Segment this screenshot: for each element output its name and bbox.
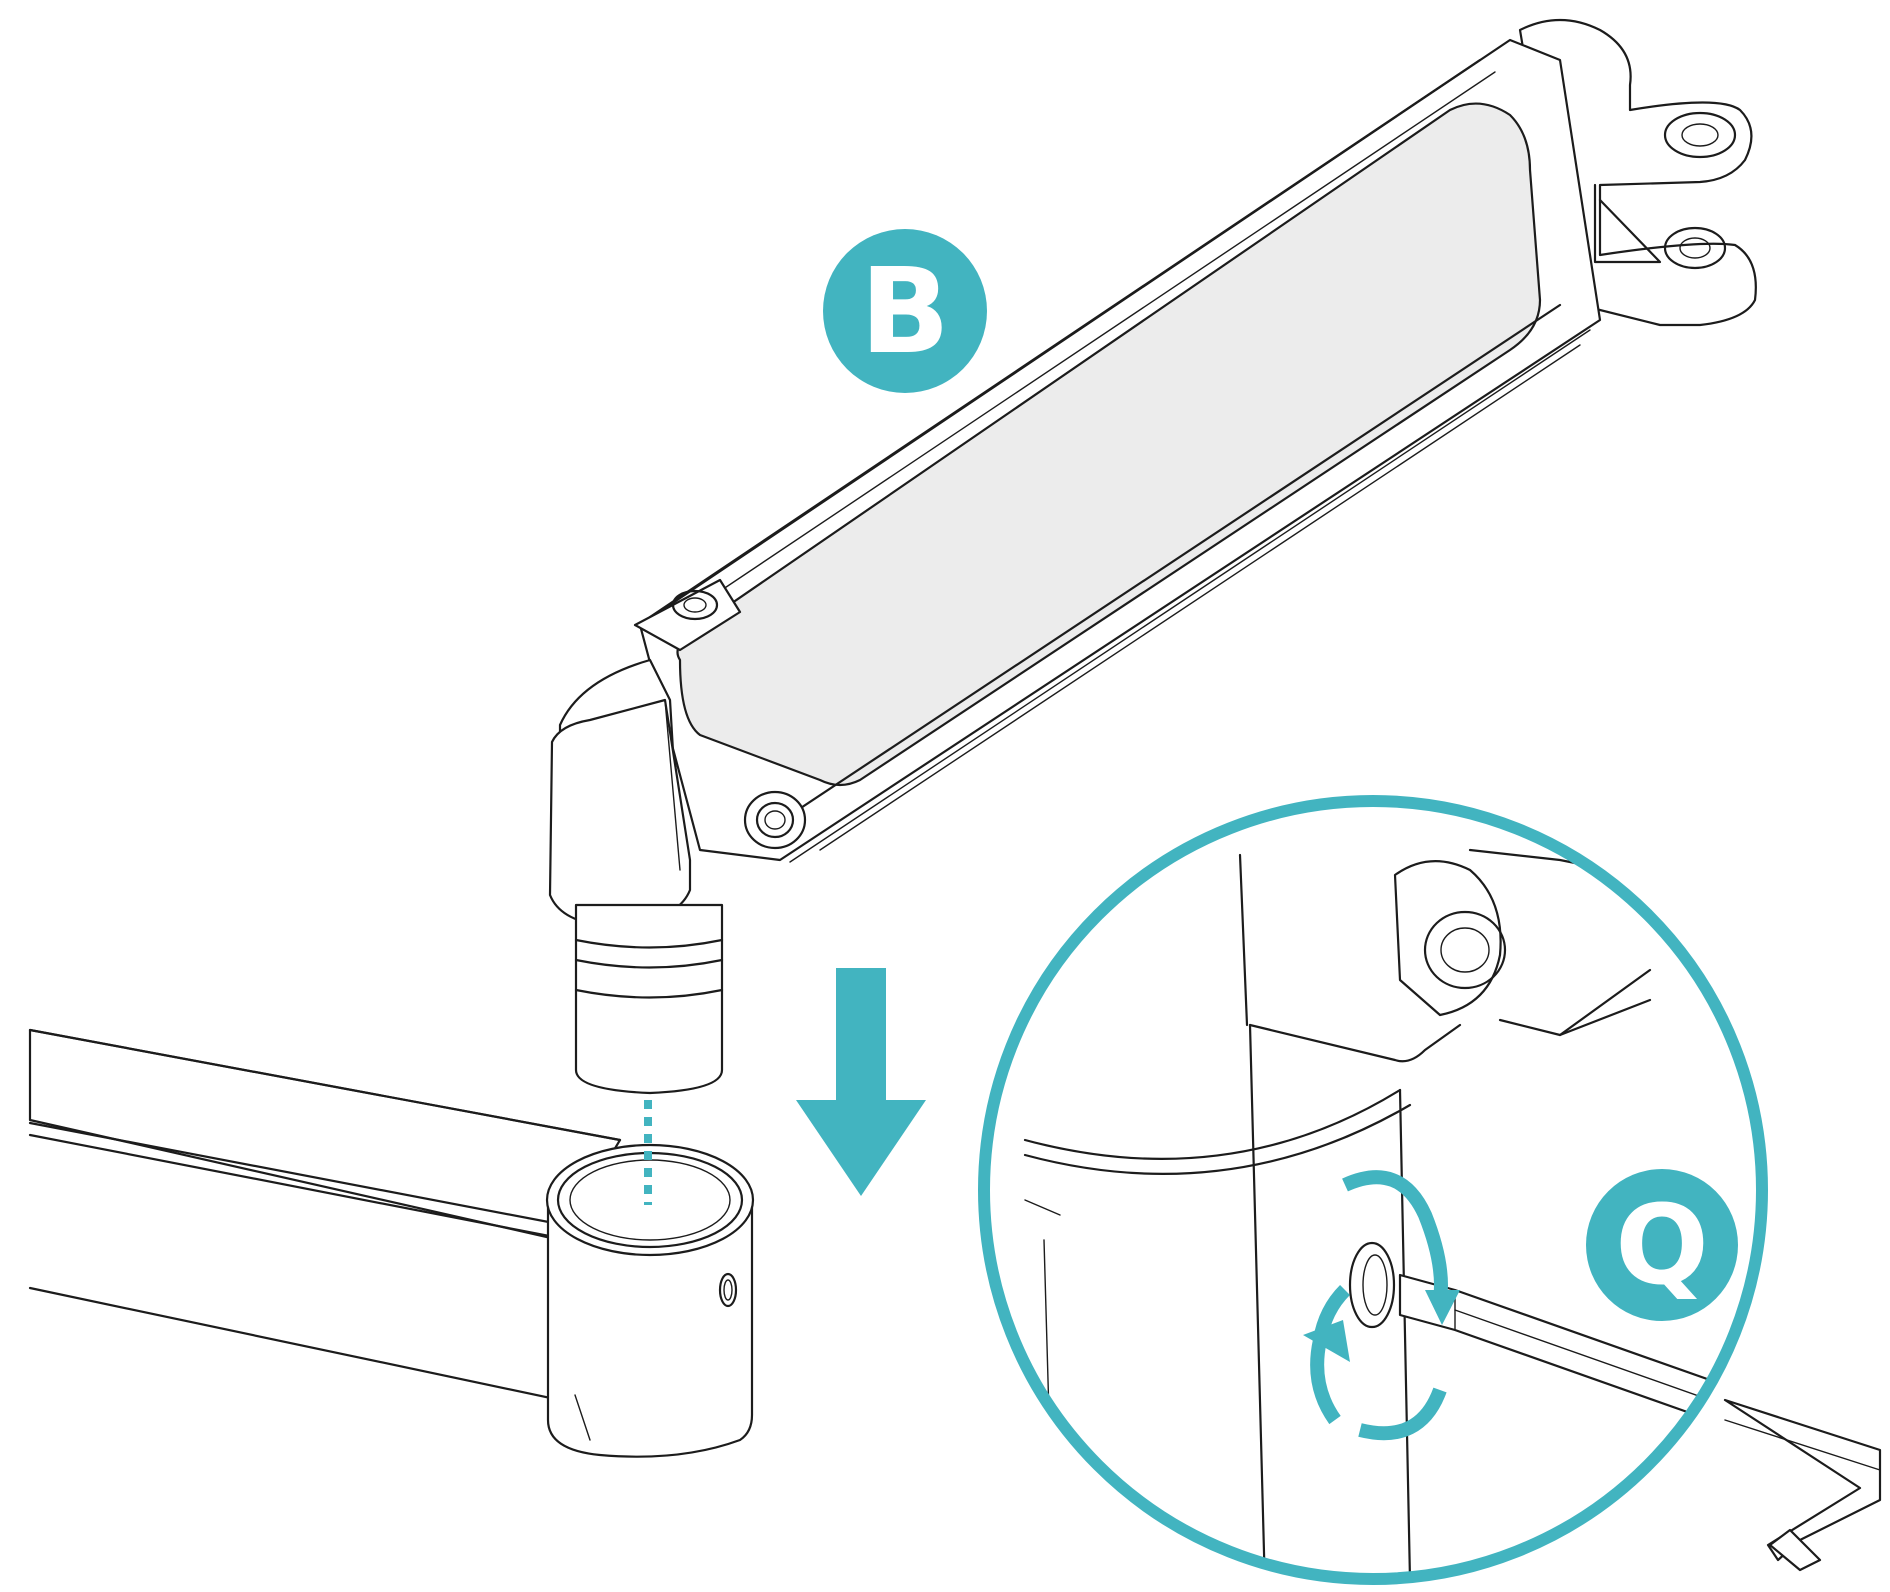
- part-label-b: B: [823, 229, 987, 393]
- arrow-down-icon: [796, 968, 926, 1196]
- lower-socket: [545, 1143, 755, 1458]
- part-label-q: Q: [1586, 1169, 1738, 1321]
- part-label-q-text: Q: [1615, 1181, 1709, 1309]
- rotate-arrowhead-top: [1425, 1290, 1460, 1325]
- rotate-arrowhead-bottom: [1303, 1320, 1350, 1362]
- lower-arm: [28, 1028, 622, 1402]
- upper-arm: [548, 18, 1757, 1095]
- hex-key-icon: [1723, 1398, 1882, 1572]
- part-label-b-text: B: [860, 242, 950, 380]
- detail-callout: [978, 795, 1768, 1585]
